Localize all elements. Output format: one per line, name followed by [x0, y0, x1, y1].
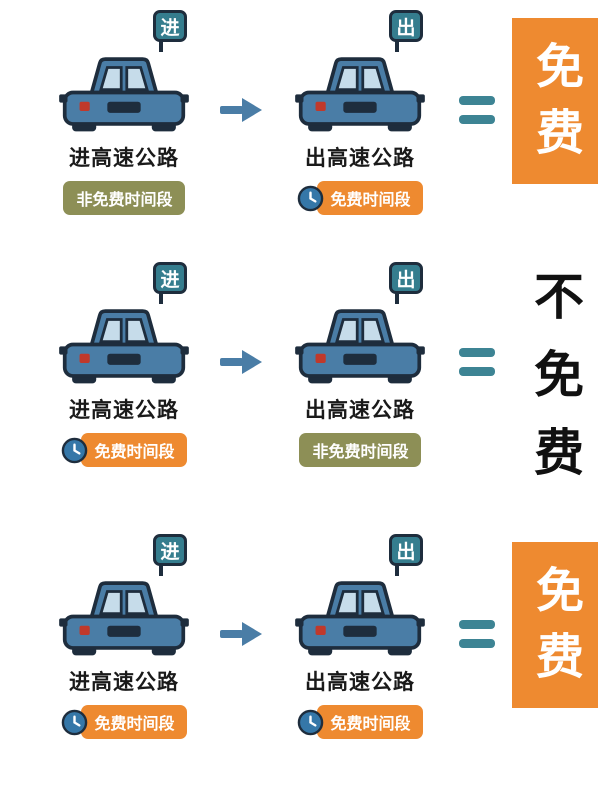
entry-flag-icon: 进: [153, 534, 187, 566]
flag-stem: [395, 565, 399, 576]
car-visual: 进: [59, 10, 189, 136]
time-badge-label: 免费时间段: [317, 705, 423, 739]
car-icon: [295, 309, 425, 384]
clock-icon: [62, 709, 88, 735]
exit-flag-icon: 出: [389, 10, 423, 42]
equals-sign-icon: [450, 96, 504, 124]
time-badge: 非免费时间段: [299, 433, 421, 467]
car-visual: 进: [59, 534, 189, 660]
result-block: 免费: [512, 18, 598, 184]
time-badge: 非免费时间段: [63, 181, 185, 215]
equals-bar: [459, 620, 495, 629]
time-badge-label: 非免费时间段: [63, 181, 185, 215]
result-label: 免费: [527, 565, 583, 697]
car-visual: 进: [59, 262, 189, 388]
exit-flag-icon: 出: [389, 534, 423, 566]
equals-bar: [459, 639, 495, 648]
car-visual: 出: [295, 10, 425, 136]
car-label: 进高速公路: [69, 398, 179, 422]
entry-flag-icon: 进: [153, 262, 187, 294]
equals-sign-icon: [450, 348, 504, 376]
flag-stem: [395, 293, 399, 304]
equals-bar: [459, 348, 495, 357]
car-icon: [295, 57, 425, 132]
result-block: 免费: [512, 542, 598, 708]
car-visual: 出: [295, 534, 425, 660]
clock-icon: [62, 437, 88, 463]
time-badge: 免费时间段: [297, 181, 423, 215]
car-icon: [59, 309, 189, 384]
exit-car-group: 出 出高速公路 非免费时间段: [270, 262, 450, 467]
entry-car-group: 进 进高速公路 非免费时间段: [34, 10, 214, 215]
entry-car-group: 进 进高速公路: [34, 262, 214, 467]
car-label: 进高速公路: [69, 670, 179, 694]
time-badge-label: 免费时间段: [81, 705, 187, 739]
entry-flag-icon: 进: [153, 10, 187, 42]
arrow-right-icon: [220, 98, 262, 122]
car-icon: [59, 57, 189, 132]
equals-sign-icon: [450, 620, 504, 648]
car-label: 出高速公路: [305, 146, 415, 170]
clock-icon: [298, 709, 324, 735]
time-badge: 免费时间段: [297, 705, 423, 739]
exit-car-group: 出 出高速公路: [270, 10, 450, 215]
flag-stem: [395, 41, 399, 52]
rule-row-1: 进 进高速公路 非免费时间段: [34, 10, 600, 262]
car-label: 出高速公路: [305, 670, 415, 694]
rule-row-2: 进 进高速公路: [34, 262, 600, 534]
rule-row-3: 进 进高速公路: [34, 534, 600, 786]
result-label: 免费: [527, 41, 583, 173]
time-badge-label: 免费时间段: [317, 181, 423, 215]
result-block: 不免费: [512, 264, 598, 504]
car-icon: [59, 581, 189, 656]
car-label: 出高速公路: [305, 398, 415, 422]
car-label: 进高速公路: [69, 146, 179, 170]
flag-stem: [159, 293, 163, 304]
flag-stem: [159, 41, 163, 52]
time-badge-label: 免费时间段: [81, 433, 187, 467]
time-badge: 免费时间段: [61, 705, 187, 739]
arrow-right-icon: [220, 622, 262, 646]
clock-icon: [298, 185, 324, 211]
exit-car-group: 出 出高速公路: [270, 534, 450, 739]
flag-stem: [159, 565, 163, 576]
time-badge-label: 非免费时间段: [299, 433, 421, 467]
exit-flag-icon: 出: [389, 262, 423, 294]
time-badge: 免费时间段: [61, 433, 187, 467]
entry-car-group: 进 进高速公路: [34, 534, 214, 739]
car-visual: 出: [295, 262, 425, 388]
equals-bar: [459, 115, 495, 124]
arrow-right-icon: [220, 350, 262, 374]
car-icon: [295, 581, 425, 656]
equals-bar: [459, 96, 495, 105]
result-label: 不免费: [526, 270, 584, 504]
equals-bar: [459, 367, 495, 376]
